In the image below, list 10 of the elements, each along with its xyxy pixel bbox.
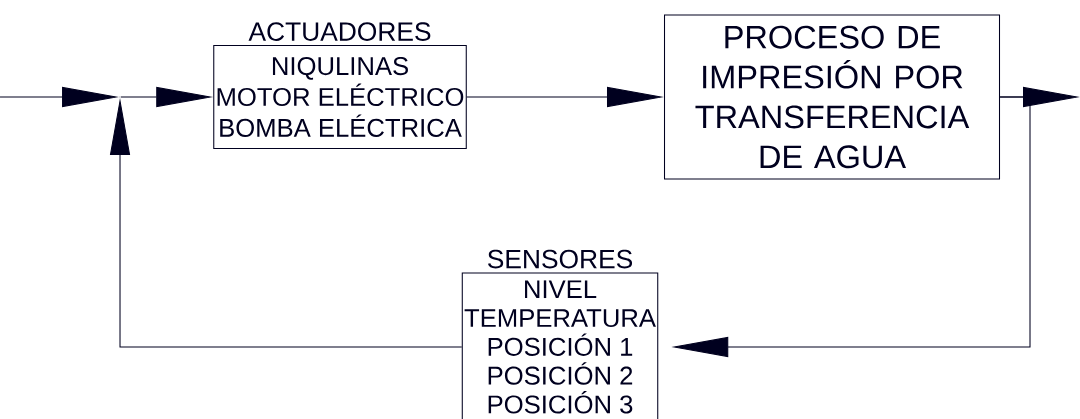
block-box: NIVEL TEMPERATURA POSICIÓN 1 POSICIÓN 2 POSICIÓN 3 [461, 272, 659, 419]
node-label: TEMPERATURA [464, 309, 656, 328]
node-label: POSICIÓN 3 [488, 391, 633, 414]
node-label: POSICIÓN 1 [488, 333, 633, 356]
process-box: PROCESO DE IMPRESIÓN POR TRANSFERENCIA DE AGUA [664, 14, 1001, 180]
block-heading: ACTUADORES [248, 22, 431, 41]
node-label: POSICIÓN 2 [488, 362, 633, 385]
block-box: NIQULINAS MOTOR ELÉCTRICO BOMBA ELÉCTRICA [213, 44, 467, 149]
block-heading: SENSORES [487, 249, 633, 269]
node-label: NIVEL [525, 280, 597, 299]
